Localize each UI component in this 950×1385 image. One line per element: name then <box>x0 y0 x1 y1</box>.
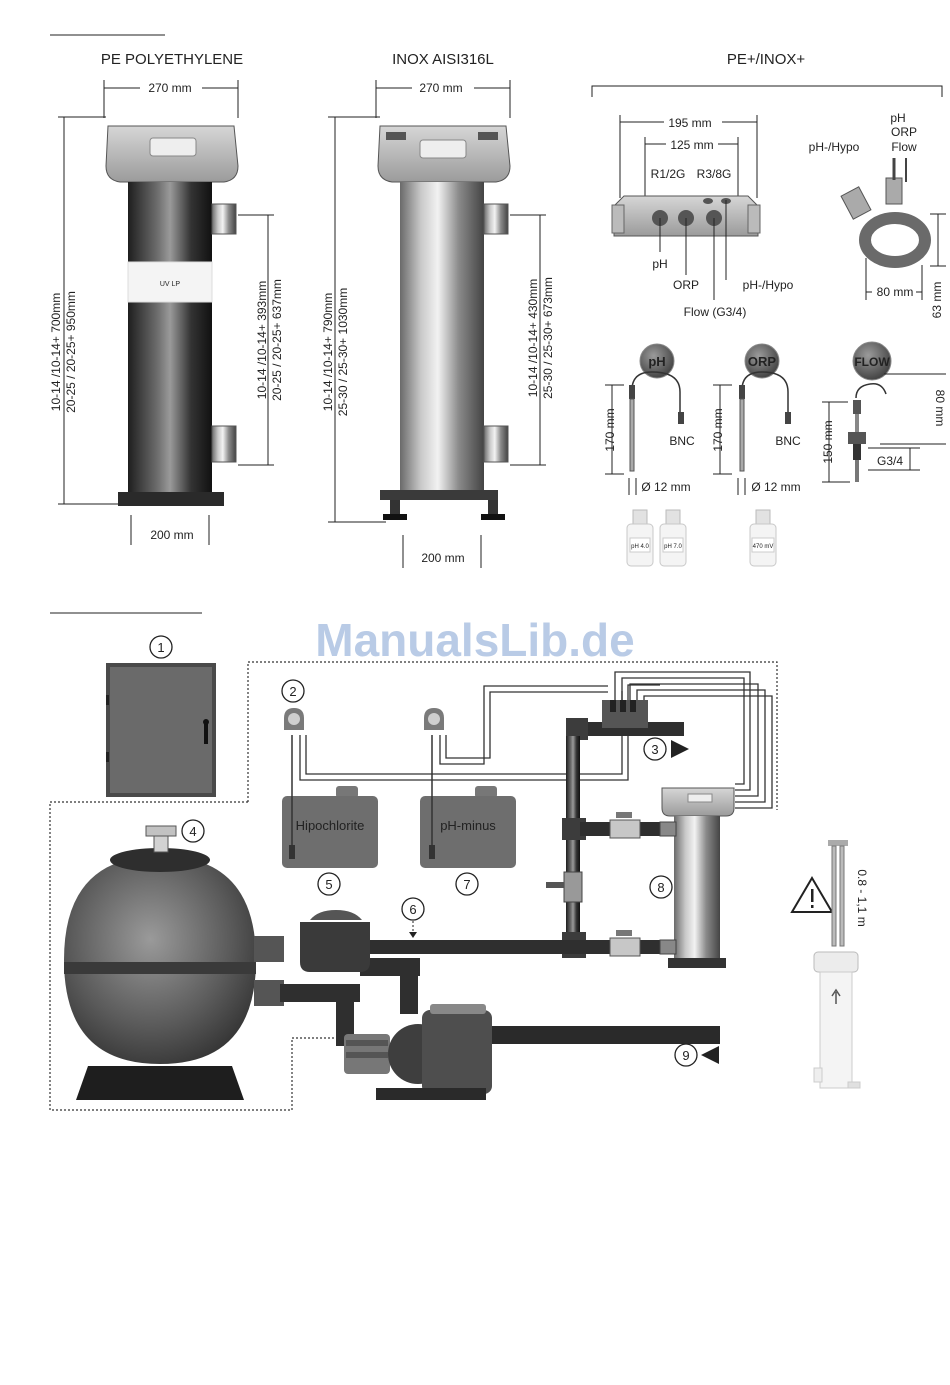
connecting-pipes <box>280 910 720 1046</box>
inox-height-left-2: 25-30 / 25-30+ 1030mm <box>336 288 350 416</box>
buffer-bottles: pH 4.0 pH 7.0 470 mV <box>626 509 777 567</box>
callout-5: 5 <box>317 872 341 896</box>
control-cabinet <box>106 663 216 797</box>
dotted-boundary <box>49 661 778 1111</box>
ring-ph-hypo: pH-/Hypo <box>809 140 860 154</box>
ring-ph: pH <box>890 111 905 125</box>
svg-text:5: 5 <box>325 877 332 892</box>
plus-title: PE+/INOX+ <box>727 51 806 68</box>
probe-flow-thread: G3/4 <box>877 454 903 468</box>
callouts: 1 2 3 4 5 6 7 8 <box>149 635 719 1067</box>
inox-base-dim: 200 mm <box>421 551 464 565</box>
pe-width-dim: 270 mm <box>148 81 191 95</box>
probe-orp-length: 170 mm <box>711 408 725 451</box>
label-ph-hypo: pH-/Hypo <box>743 278 794 292</box>
probe-ph-length: 170 mm <box>603 408 617 451</box>
svg-text:1: 1 <box>157 640 164 655</box>
tank-hypochlorite: Hipochlorite <box>282 735 378 868</box>
pe-base-dim: 200 mm <box>150 528 193 542</box>
pe-height-right-1: 10-14 /10-14+ 393mm <box>255 281 269 399</box>
ring-orp: ORP <box>891 125 917 139</box>
probe-flow-badge: FLOW <box>854 355 890 369</box>
plus-section: PE+/INOX+ 195 mm 125 mm R1/2G R3/8G pH O… <box>591 51 946 319</box>
mounting-height-note: 0.8 - 1,1 m <box>790 840 869 1089</box>
pe-height-left-2: 20-25 / 20-25+ 950mm <box>64 291 78 413</box>
probe-orp: ORP BNC 170 mm Ø 12 mm <box>711 343 801 495</box>
inox-height-right-1: 10-14 /10-14+ 430mm <box>526 279 540 397</box>
ring-dim-80: 80 mm <box>877 285 914 299</box>
callout-6: 6 <box>401 897 425 938</box>
main-pipework <box>300 700 684 958</box>
pe-height-left-1: 10-14 /10-14+ 700mm <box>49 293 63 411</box>
circulation-pump <box>344 1004 492 1100</box>
inox-width-dim: 270 mm <box>419 81 462 95</box>
dim-125: 125 mm <box>670 138 713 152</box>
pe-label-tag: UV LP <box>160 281 181 288</box>
callout-3: 3 <box>643 737 689 761</box>
callout-2: 2 <box>281 679 305 703</box>
svg-text:2: 2 <box>289 684 296 699</box>
bottle-470mv: 470 mV <box>749 509 777 567</box>
label-flow-g34: Flow (G3/4) <box>684 305 747 319</box>
callout-4: 4 <box>181 819 205 843</box>
bottle-ph7: pH 7.0 <box>659 509 687 567</box>
callout-7: 7 <box>455 872 479 896</box>
ring-dim-63: 63 mm <box>930 282 944 319</box>
probe-ph-diameter: Ø 12 mm <box>641 480 690 494</box>
bottle-ph7-label: pH 7.0 <box>664 544 682 550</box>
ring-flow: Flow <box>891 140 917 154</box>
svg-text:3: 3 <box>651 742 658 757</box>
pe-height-right-2: 20-25 / 20-25+ 637mm <box>270 279 284 401</box>
label-ph: pH <box>652 257 667 271</box>
inox-height-left-1: 10-14 /10-14+ 790mm <box>321 293 335 411</box>
dim-195: 195 mm <box>668 116 711 130</box>
svg-text:4: 4 <box>189 824 196 839</box>
sand-filter <box>64 825 284 1100</box>
uv-unit-installed <box>659 787 735 968</box>
dosing-pump-hypo <box>284 708 304 730</box>
label-r12g: R1/2G <box>651 167 686 181</box>
pe-title: PE POLYETHYLENE <box>101 51 243 68</box>
svg-text:6: 6 <box>409 902 416 917</box>
bottle-470mv-label: 470 mV <box>753 544 774 550</box>
label-r38g: R3/8G <box>697 167 732 181</box>
callout-9: 9 <box>674 1043 719 1067</box>
probe-orp-badge: ORP <box>748 354 777 369</box>
probe-ph-connector: BNC <box>669 434 695 448</box>
probe-ph-badge: pH <box>648 354 665 369</box>
probe-ph: pH BNC 170 mm Ø 12 mm <box>603 343 695 495</box>
tank-phminus-label: pH-minus <box>440 818 496 833</box>
bottle-ph4-label: pH 4.0 <box>631 544 649 550</box>
pe-unit: PE POLYETHYLENE 270 mm UV LP 10-14 /10-1… <box>49 51 284 545</box>
inox-title: INOX AISI316L <box>392 51 494 68</box>
inox-height-right-2: 25-30 / 25-30+ 673mm <box>541 277 555 399</box>
bottle-ph4: pH 4.0 <box>626 509 654 567</box>
svg-text:8: 8 <box>657 880 664 895</box>
dosing-pump-phminus <box>424 708 444 730</box>
probe-flow: FLOW 150 mm G3/4 80 mm <box>821 341 947 483</box>
probe-orp-connector: BNC <box>775 434 801 448</box>
callout-8: 8 <box>649 875 673 899</box>
probe-orp-diameter: Ø 12 mm <box>751 480 800 494</box>
tank-phminus: pH-minus <box>420 735 516 868</box>
inox-unit: INOX AISI316L 270 mm 10-14 /10-14+ 790mm… <box>321 51 555 568</box>
height-range: 0.8 - 1,1 m <box>855 869 869 926</box>
tank-hypochlorite-label: Hipochlorite <box>296 818 365 833</box>
svg-text:9: 9 <box>682 1048 689 1063</box>
label-orp: ORP <box>673 278 699 292</box>
probe-flow-side: 80 mm <box>933 390 947 427</box>
watermark: ManualsLib.de <box>315 614 634 666</box>
callout-1: 1 <box>149 635 173 659</box>
svg-text:7: 7 <box>463 877 470 892</box>
probe-flow-length: 150 mm <box>821 420 835 463</box>
